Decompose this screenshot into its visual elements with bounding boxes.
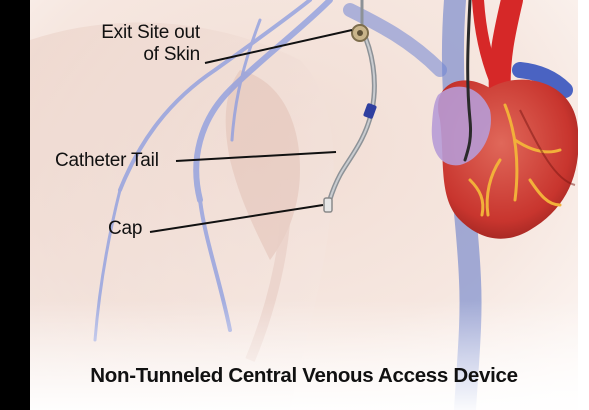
exit-site-label: Exit Site out of Skin xyxy=(60,22,200,66)
cap-label: Cap xyxy=(108,218,142,240)
right-white-margin xyxy=(578,0,589,410)
figure-caption: Non-Tunneled Central Venous Access Devic… xyxy=(30,364,578,388)
exit-site-label-line1: Exit Site out xyxy=(60,22,200,44)
catheter-tail-label: Catheter Tail xyxy=(55,150,159,172)
exit-site-label-line2: of Skin xyxy=(60,44,200,66)
left-black-bar xyxy=(0,0,30,410)
catheter-cap xyxy=(324,198,332,212)
